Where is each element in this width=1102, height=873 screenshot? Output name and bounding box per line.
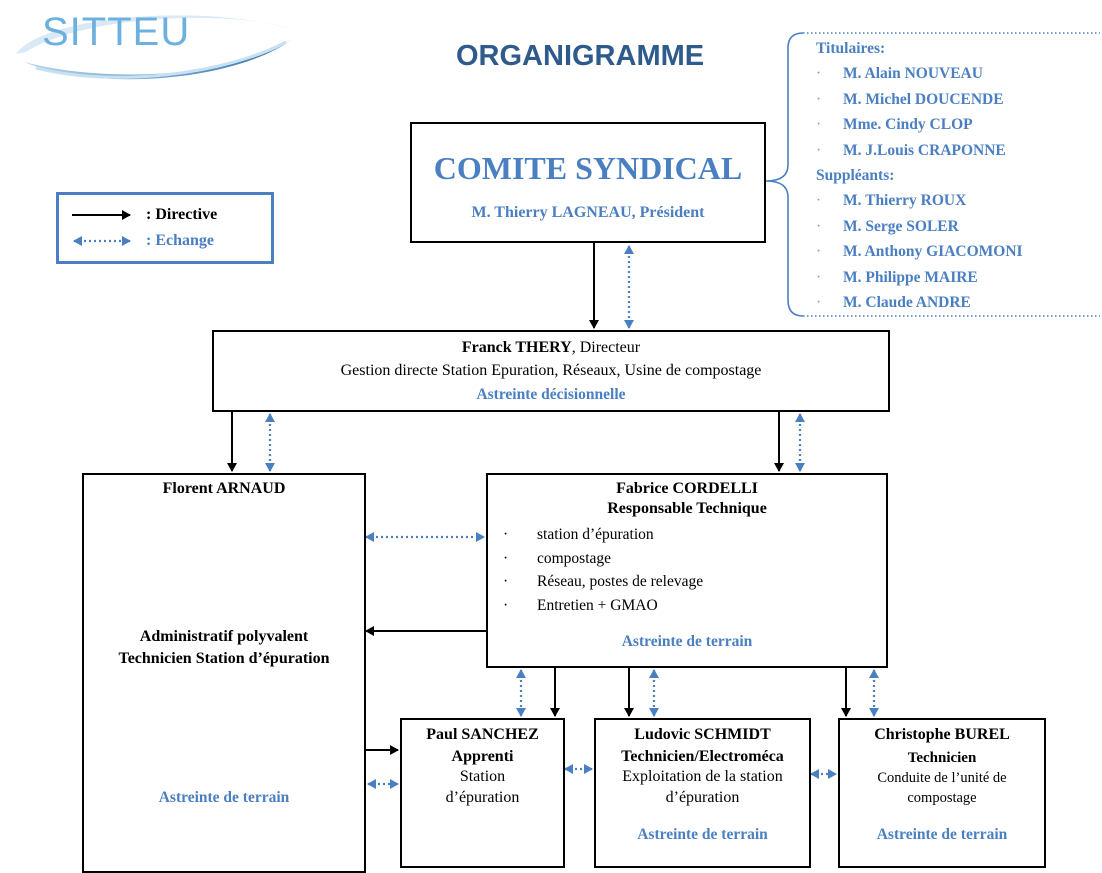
- sanchez-desc-2: d’épuration: [445, 789, 520, 806]
- members-list: Titulaires: ·M. Alain NOUVEAU ·M. Michel…: [816, 36, 1100, 315]
- list-item: ·Réseau, postes de relevage: [503, 570, 883, 594]
- cordelli-role: Responsable Technique: [607, 500, 767, 517]
- comite-president: M. Thierry LAGNEAU, Président: [471, 204, 705, 221]
- bullet-icon: ·: [816, 217, 822, 235]
- bullet-icon: ·: [816, 65, 822, 83]
- directeur-name: Franck THERY: [461, 339, 572, 356]
- directeur-desc: Gestion directe Station Epuration, Résea…: [340, 362, 762, 379]
- arnaud-role-1: Administratif polyvalent: [139, 628, 309, 645]
- bullet-icon: ·: [816, 268, 822, 286]
- directeur-astreinte: Astreinte décisionnelle: [476, 386, 626, 403]
- suppleant-item: ·M. Claude ANDRE: [816, 290, 1100, 315]
- titulaires-label: Titulaires:: [816, 40, 886, 57]
- suppleants-label: Suppléants:: [816, 167, 895, 185]
- list-item: ·station d’épuration: [503, 523, 883, 547]
- titulaire-item: ·M. Alain NOUVEAU: [816, 61, 1100, 86]
- cordelli-astreinte: Astreinte de terrain: [621, 633, 753, 650]
- connectors: [72, 32, 1100, 789]
- list-item: ·compostage: [503, 547, 883, 571]
- arnaud-astreinte: Astreinte de terrain: [158, 789, 290, 806]
- sanchez-name: Paul SANCHEZ: [426, 726, 539, 743]
- titulaire-item: ·Mme. Cindy CLOP: [816, 112, 1100, 137]
- legend-directive-label: : Directive: [146, 206, 218, 223]
- bullet-icon: ·: [503, 573, 509, 590]
- burel-desc-1: Conduite de l’unité de: [877, 770, 1007, 786]
- cordelli-box: [486, 473, 888, 668]
- cordelli-name: Fabrice CORDELLI: [616, 480, 758, 497]
- arnaud-role-2: Technicien Station d’épuration: [118, 650, 330, 667]
- sanchez-role: Apprenti: [451, 748, 514, 765]
- arnaud-box: [82, 473, 366, 873]
- arnaud-name: Florent ARNAUD: [162, 480, 286, 497]
- burel-astreinte: Astreinte de terrain: [876, 826, 1008, 843]
- page-title: ORGANIGRAMME: [456, 40, 705, 72]
- bullet-icon: ·: [503, 596, 509, 614]
- burel-desc-2: compostage: [907, 790, 977, 806]
- suppleant-item: ·M. Thierry ROUX: [816, 188, 1100, 213]
- bullet-icon: ·: [503, 526, 509, 543]
- schmidt-desc-1: Exploitation de la station: [622, 768, 783, 785]
- bullet-icon: ·: [816, 192, 822, 210]
- suppleant-item: ·M. Philippe MAIRE: [816, 265, 1100, 290]
- suppleant-item: ·M. Anthony GIACOMONI: [816, 239, 1100, 264]
- bullet-icon: ·: [503, 549, 509, 567]
- burel-role: Technicien: [907, 750, 977, 766]
- comite-title: COMITE SYNDICAL: [433, 150, 743, 186]
- logo-text: SITTEU: [42, 10, 191, 54]
- bullet-icon: ·: [816, 243, 822, 261]
- schmidt-desc-2: d’épuration: [665, 789, 740, 806]
- titulaire-item: ·M. Michel DOUCENDE: [816, 87, 1100, 112]
- bullet-icon: ·: [816, 116, 822, 134]
- cordelli-task-list: ·station d’épuration ·compostage ·Réseau…: [503, 523, 883, 617]
- logo: SITTEU: [6, 4, 298, 90]
- directeur-box: [212, 330, 890, 412]
- directeur-role: , Directeur: [571, 339, 641, 356]
- schmidt-box: [594, 718, 811, 868]
- legend-box: [56, 192, 274, 264]
- bullet-icon: ·: [816, 141, 822, 159]
- bullet-icon: ·: [816, 90, 822, 108]
- sanchez-box: [400, 718, 565, 868]
- bullet-icon: ·: [816, 294, 822, 312]
- list-item: ·Entretien + GMAO: [503, 594, 883, 618]
- logo-graphic: [16, 15, 294, 80]
- directeur-heading: Franck THERY, Directeur: [212, 339, 890, 357]
- schmidt-name: Ludovic SCHMIDT: [634, 726, 771, 743]
- schmidt-role: Technicien/Electroméca: [621, 748, 784, 765]
- comite-box: [410, 122, 766, 243]
- burel-name: Christophe BUREL: [874, 726, 1010, 743]
- schmidt-astreinte: Astreinte de terrain: [637, 826, 768, 843]
- suppleant-item: ·M. Serge SOLER: [816, 214, 1100, 239]
- legend-echange-label: : Echange: [146, 232, 214, 249]
- sanchez-desc-1: Station: [459, 768, 506, 785]
- burel-box: [838, 718, 1046, 868]
- titulaire-item: ·M. J.Louis CRAPONNE: [816, 138, 1100, 163]
- members-brace: [765, 32, 804, 317]
